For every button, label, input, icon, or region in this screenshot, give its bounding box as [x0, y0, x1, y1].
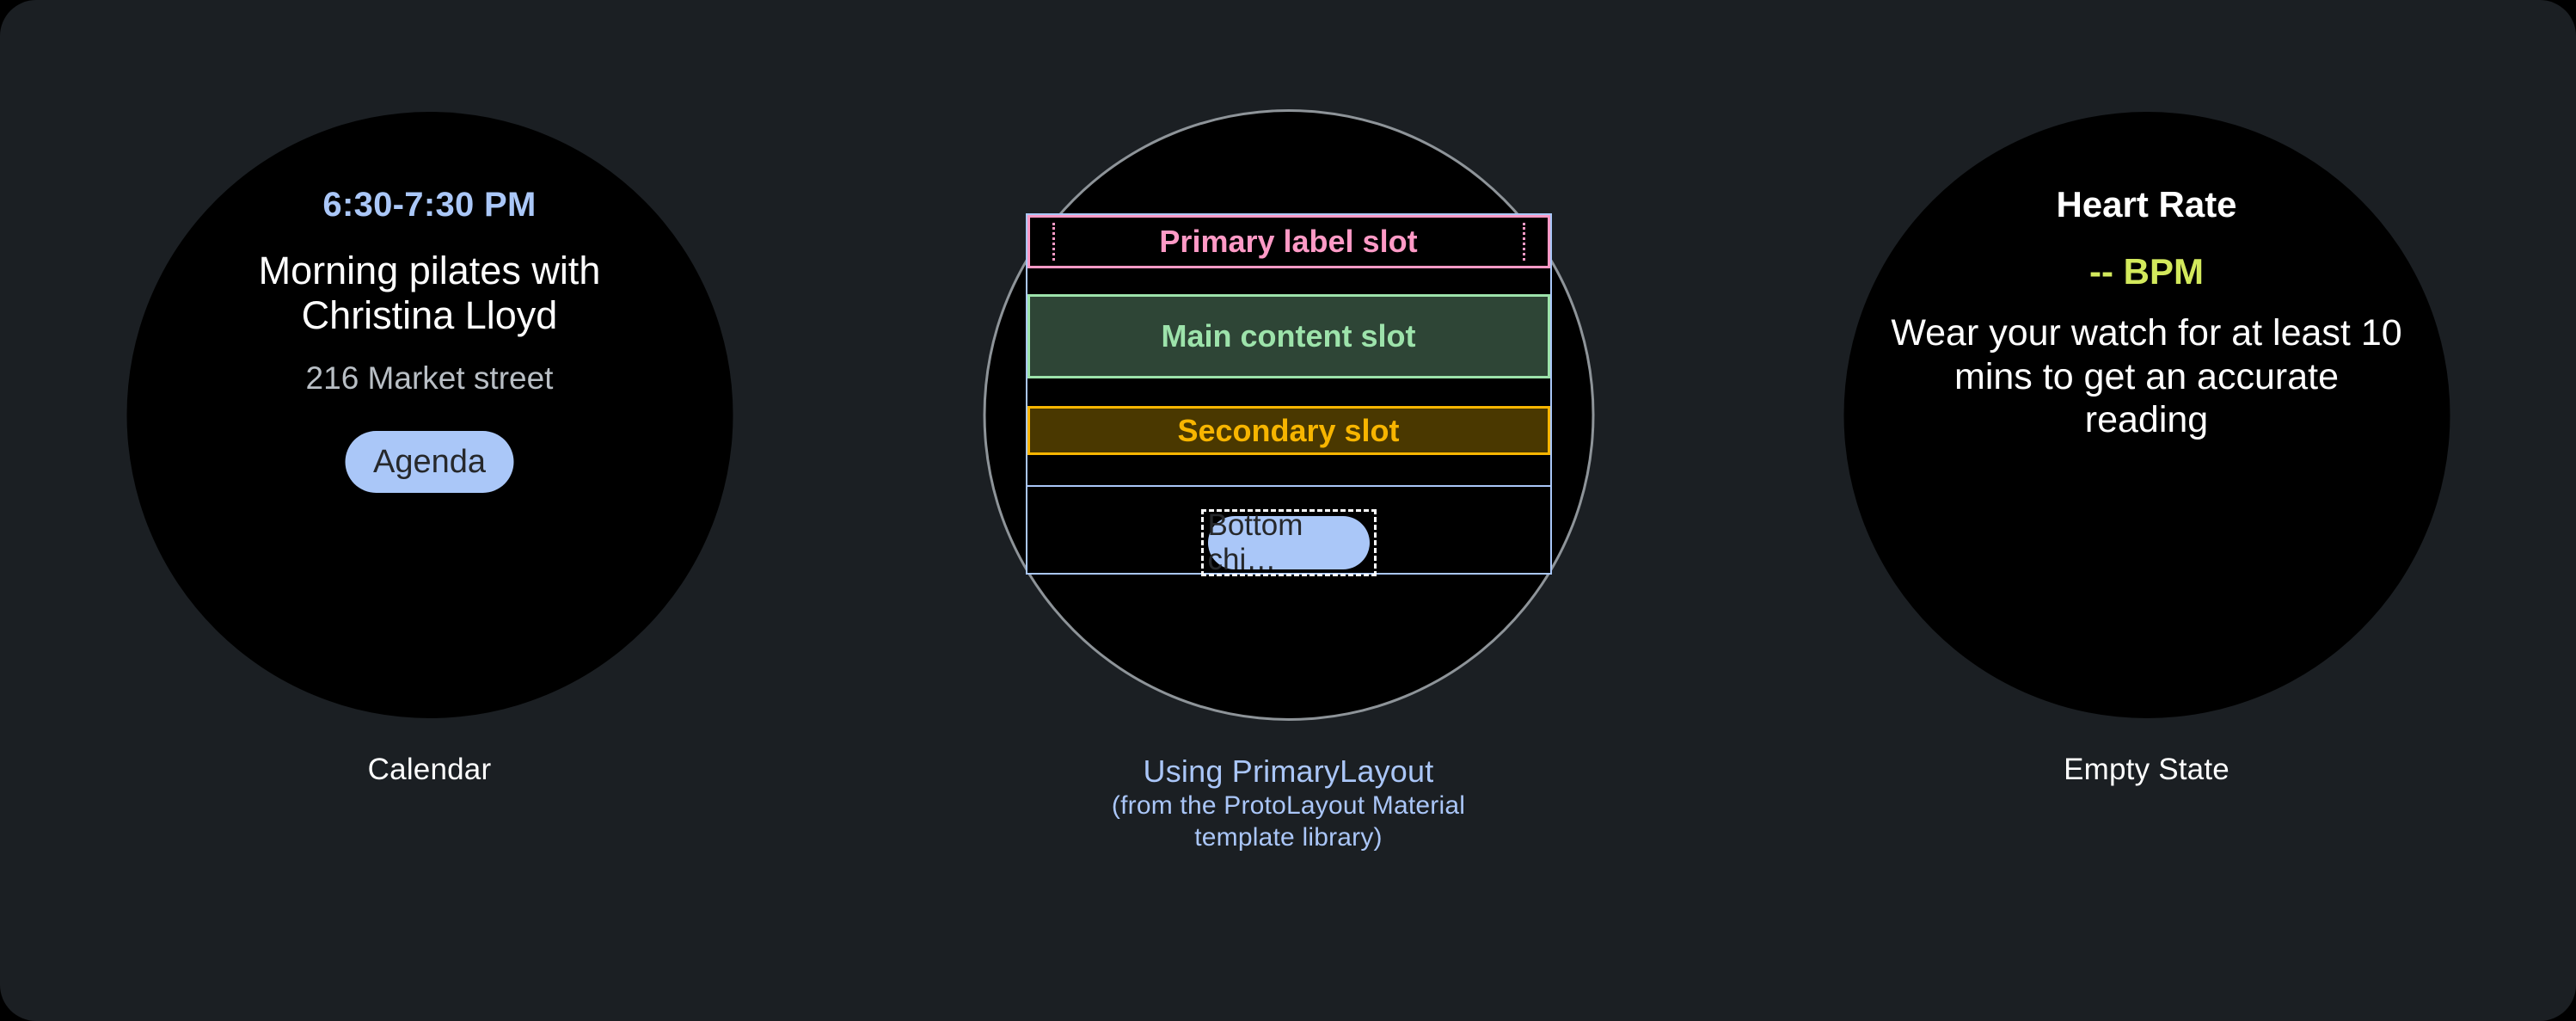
bottom-chip-button[interactable]: Bottom chi…	[1207, 508, 1370, 576]
panel-calendar: 6:30-7:30 PM Morning pilates with Christ…	[0, 0, 859, 1021]
slot-secondary[interactable]: Secondary slot	[1027, 406, 1550, 455]
heart-rate-message: Wear your watch for at least 10 mins to …	[1891, 312, 2402, 441]
guide-line-left-icon	[1052, 223, 1055, 261]
heart-rate-value: -- BPM	[2089, 251, 2204, 292]
caption-empty-state: Empty State	[2064, 753, 2229, 786]
agenda-chip-button[interactable]: Agenda	[345, 431, 514, 494]
slot-main-content-text: Main content slot	[1161, 318, 1416, 354]
watch-face-calendar: 6:30-7:30 PM Morning pilates with Christ…	[126, 112, 733, 718]
caption-primary-layout-sub-1: (from the ProtoLayout Material	[1111, 790, 1466, 820]
slot-main-content[interactable]: Main content slot	[1027, 294, 1550, 378]
event-address: 216 Market street	[305, 360, 554, 397]
event-time-range: 6:30-7:30 PM	[322, 186, 537, 224]
slot-primary-label[interactable]: Primary label slot	[1027, 215, 1550, 268]
caption-primary-layout: Using PrimaryLayout (from the ProtoLayou…	[859, 753, 1718, 853]
caption-primary-layout-head: Using PrimaryLayout	[1143, 753, 1434, 789]
panel-empty-state: Heart Rate -- BPM Wear your watch for at…	[1717, 0, 2576, 1021]
caption-calendar: Calendar	[367, 753, 492, 786]
event-title: Morning pilates with Christina Lloyd	[258, 249, 601, 338]
container-divider	[1025, 485, 1552, 487]
slot-secondary-text: Secondary slot	[1177, 412, 1400, 448]
heart-rate-tile: Heart Rate -- BPM Wear your watch for at…	[1843, 112, 2450, 718]
panel-primary-layout: Primary label slot Main content slot Sec…	[859, 0, 1718, 1021]
slot-primary-label-text: Primary label slot	[1159, 224, 1418, 259]
primary-layout-container: Primary label slot Main content slot Sec…	[1025, 213, 1552, 576]
watch-face-empty-state: Heart Rate -- BPM Wear your watch for at…	[1843, 112, 2450, 718]
calendar-tile: 6:30-7:30 PM Morning pilates with Christ…	[126, 112, 733, 718]
heart-rate-title: Heart Rate	[2056, 184, 2237, 224]
guide-line-right-icon	[1522, 223, 1525, 261]
bottom-chip-bounds: Bottom chi…	[1200, 508, 1377, 576]
caption-primary-layout-sub-2: template library)	[1194, 822, 1383, 852]
